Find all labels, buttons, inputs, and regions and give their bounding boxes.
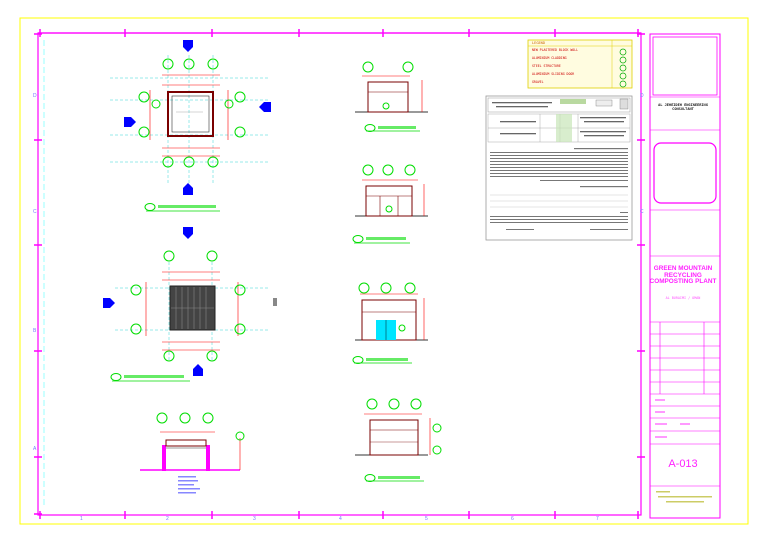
legend-item: NEW PLASTERED BLOCK WALL: [532, 48, 579, 52]
grid-bubbles-plan1: [138, 58, 246, 168]
col-label-2: 2: [166, 516, 169, 522]
approval-block: [485, 95, 633, 241]
svg-text:A: A: [33, 446, 37, 452]
legend: LEGEND NEW PLASTERED BLOCK WALL ALUMINIU…: [528, 40, 612, 88]
project-name: GREEN MOUNTAIN RECYCLING COMPOSTING PLAN…: [649, 265, 717, 286]
view-title-elev3: [352, 356, 412, 364]
svg-text:C: C: [640, 209, 644, 215]
section-tags-plan2: [103, 227, 277, 376]
border-ticks-left: [34, 33, 645, 515]
project-location: AL BURAIMI / OMAN: [665, 296, 701, 300]
col-label-4: 4: [339, 516, 342, 522]
col-label-1: 1: [80, 516, 83, 522]
plan-view-2: [115, 262, 270, 360]
section-view-bottom-left: [140, 431, 241, 494]
grid-bubbles-elev2: [362, 164, 416, 213]
grid-row-labels: D C B A D C: [33, 93, 644, 452]
legend-item: ALUMINIUM SLIDING DOOR: [532, 72, 575, 76]
view-title-elev4: [364, 474, 424, 482]
section-tags-plan1: [124, 40, 271, 195]
col-label-6: 6: [511, 516, 514, 522]
sheet-number: A-013: [668, 458, 698, 470]
view-title-1: [144, 203, 220, 212]
view-title-2: [110, 373, 190, 382]
grid-column-labels: 1 2 3 4 5 6 7: [80, 516, 599, 522]
svg-text:D: D: [640, 93, 644, 99]
elevation-2: [355, 179, 428, 217]
elevation-1: [355, 75, 428, 113]
legend-item: ALUMINIUM CLADDING: [532, 56, 567, 60]
svg-text:C: C: [33, 209, 37, 215]
col-label-5: 5: [425, 516, 428, 522]
title-block: AL JEHEIDEH ENGINEERING CONSULTANT GREEN…: [646, 34, 722, 518]
legend-title: LEGEND: [532, 40, 545, 45]
grid-bubbles-plan2: [130, 250, 246, 362]
elevation-3: [355, 293, 428, 341]
plan-view-1: [110, 55, 268, 185]
svg-text:D: D: [33, 93, 37, 99]
title-block-frame: [649, 33, 721, 519]
col-label-7: 7: [596, 516, 599, 522]
grid-bubbles-elev4: [366, 398, 442, 455]
elevation-4: [355, 413, 431, 456]
firm-name: AL JEHEIDEH ENGINEERING CONSULTANT: [658, 103, 708, 112]
grid-bubbles-elev1: [362, 61, 414, 110]
legend-box: [527, 39, 633, 89]
svg-text:B: B: [33, 328, 37, 334]
grid-bubbles-elev3: [358, 282, 416, 332]
grid-bubbles-section-bl: [156, 412, 245, 441]
legend-item: STEEL STRUCTURE: [532, 64, 561, 68]
col-label-3: 3: [253, 516, 256, 522]
view-title-elev1: [364, 124, 420, 132]
legend-item: GRAVEL: [532, 80, 544, 84]
border-ticks: [39, 29, 639, 519]
outer-frame: [19, 17, 749, 525]
view-title-elev2: [352, 235, 410, 244]
